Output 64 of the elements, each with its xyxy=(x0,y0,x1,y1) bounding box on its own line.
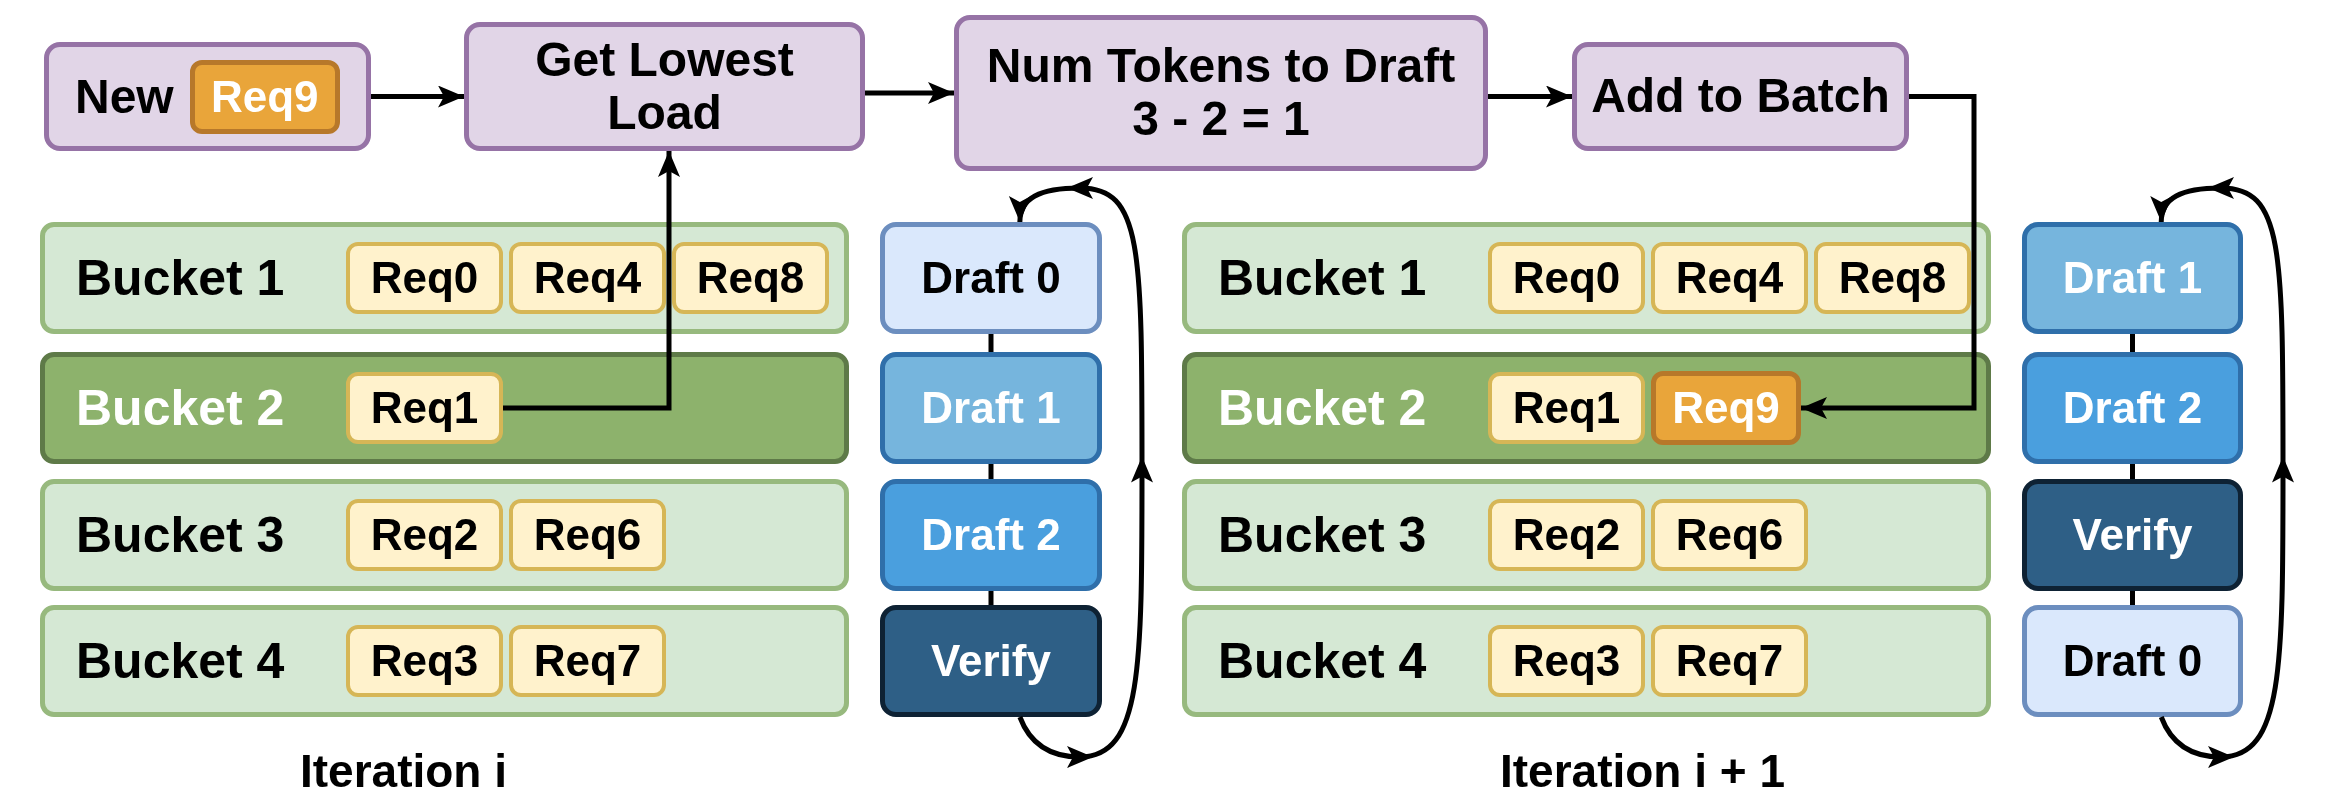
bucket-label: Bucket 4 xyxy=(76,631,286,691)
request-tag: Req3 xyxy=(1488,625,1645,697)
bucket-label: Bucket 3 xyxy=(1218,505,1428,565)
draft-box: Draft 2 xyxy=(2022,352,2243,464)
arrow xyxy=(1801,94,1977,419)
draft-box: Draft 1 xyxy=(880,352,1102,464)
bucket-row xyxy=(1182,479,1991,591)
cycle-arrow xyxy=(1009,177,1153,768)
iteration-caption: Iteration i xyxy=(300,748,508,794)
iteration-caption: Iteration i + 1 xyxy=(1500,748,1786,794)
request-tag: Req0 xyxy=(1488,242,1645,314)
connector-line xyxy=(2130,334,2135,352)
bucket-label: Bucket 3 xyxy=(76,505,286,565)
process-box: Add to Batch xyxy=(1572,42,1909,151)
arrow xyxy=(503,151,680,411)
process-box: Get Lowest Load xyxy=(464,22,865,151)
bucket-row xyxy=(40,222,849,334)
draft-box: Draft 1 xyxy=(2022,222,2243,334)
connector-line xyxy=(988,334,994,352)
arrow xyxy=(1488,85,1572,108)
request-tag: Req1 xyxy=(1488,372,1645,444)
bucket-row xyxy=(1182,352,1991,464)
bucket-row xyxy=(1182,222,1991,334)
request-tag: Req6 xyxy=(509,499,666,571)
bucket-row xyxy=(40,479,849,591)
verify-box: Verify xyxy=(880,605,1102,717)
request-tag: Req9 xyxy=(1651,371,1801,445)
connector-line xyxy=(988,591,994,605)
bucket-row xyxy=(1182,605,1991,717)
request-tag: Req4 xyxy=(1651,242,1808,314)
request-tag: Req2 xyxy=(346,499,503,571)
bucket-label: Bucket 1 xyxy=(76,248,286,308)
request-tag: Req1 xyxy=(346,372,503,444)
bucket-label: Bucket 1 xyxy=(1218,248,1428,308)
connector-line xyxy=(988,464,994,479)
bucket-label: Bucket 2 xyxy=(1218,378,1428,438)
bucket-row xyxy=(40,352,849,464)
request-tag: Req0 xyxy=(346,242,503,314)
request-tag: Req6 xyxy=(1651,499,1808,571)
box-label: 3 - 2 = 1 xyxy=(1132,93,1310,146)
bucket-label: Bucket 4 xyxy=(1218,631,1428,691)
connector-line xyxy=(2130,591,2135,605)
connector-line xyxy=(2130,464,2135,479)
request-tag: Req3 xyxy=(346,625,503,697)
verify-box: Verify xyxy=(2022,479,2243,591)
process-box xyxy=(954,15,1488,171)
bucket-label: Bucket 2 xyxy=(76,378,286,438)
process-box xyxy=(44,42,371,151)
request-tag: Req7 xyxy=(509,625,666,697)
bucket-label: New xyxy=(75,68,174,125)
arrow xyxy=(371,85,464,108)
bucket-row xyxy=(40,605,849,717)
request-tag: Req4 xyxy=(509,242,666,314)
arrow xyxy=(865,82,954,104)
request-tag: Req8 xyxy=(672,242,829,314)
request-tag: Req8 xyxy=(1814,242,1971,314)
request-tag: Req9 xyxy=(189,59,340,134)
draft-box: Draft 0 xyxy=(2022,605,2243,717)
draft-box: Draft 0 xyxy=(880,222,1102,334)
draft-box: Draft 2 xyxy=(880,479,1102,591)
box-label: Num Tokens to Draft xyxy=(986,40,1456,93)
request-tag: Req7 xyxy=(1651,625,1808,697)
cycle-arrow xyxy=(2150,177,2294,768)
request-tag: Req2 xyxy=(1488,499,1645,571)
